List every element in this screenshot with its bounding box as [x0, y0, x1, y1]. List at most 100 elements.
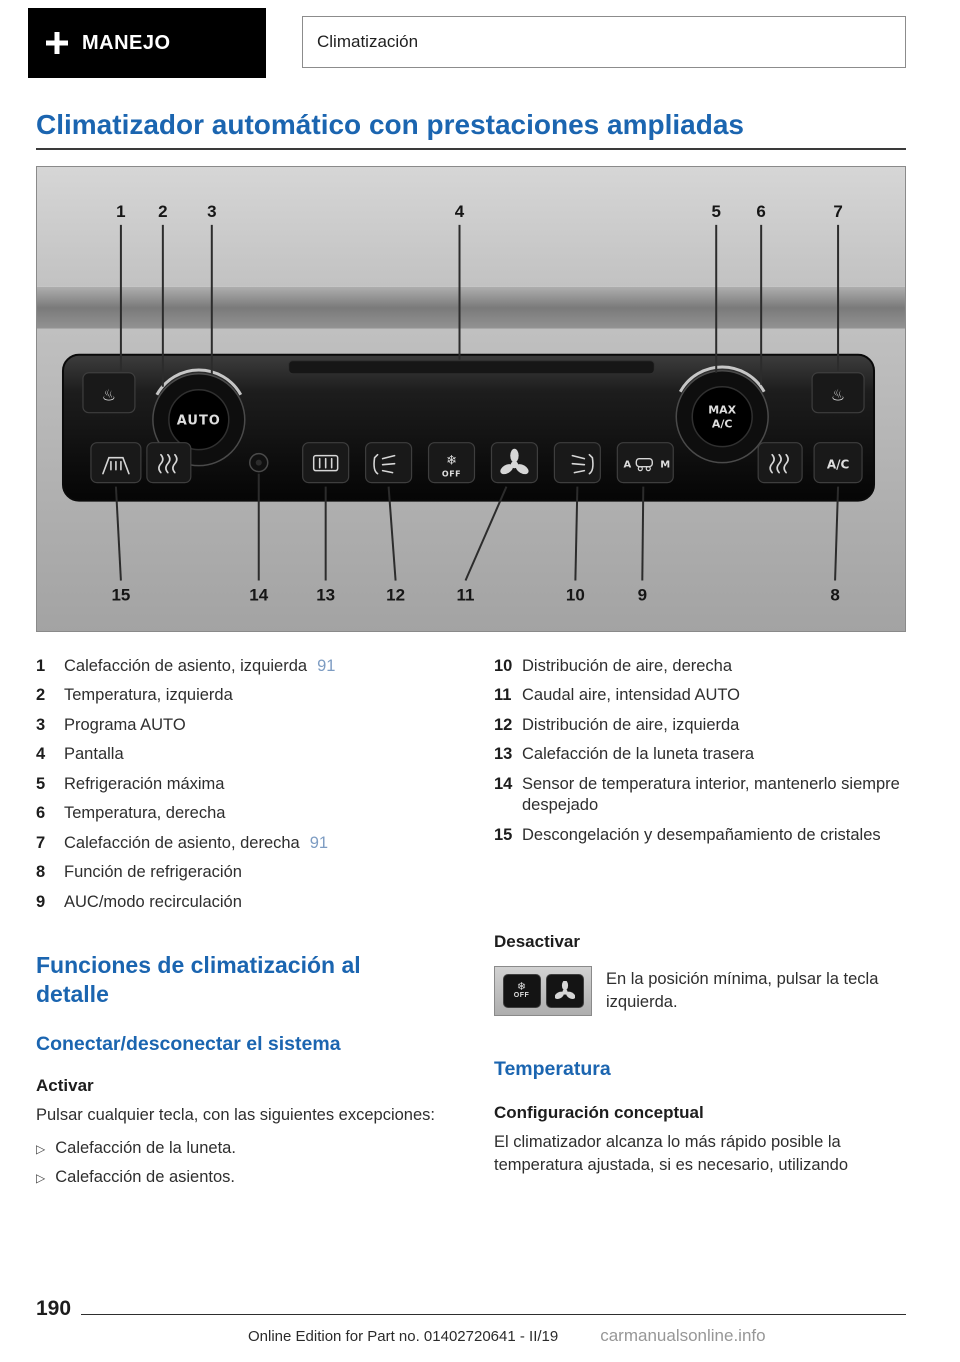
callout-number: 13	[316, 585, 335, 604]
callout-number: 3	[207, 202, 216, 221]
legend-label: Temperatura, derecha	[64, 804, 226, 823]
fan-button-icon	[545, 974, 584, 1009]
legend-item: 15 Descongelación y desempañamiento de c…	[494, 825, 906, 846]
seat-heating-left-button: ♨	[82, 371, 136, 413]
footer-text-row: Online Edition for Part no. 01402720641 …	[248, 1326, 906, 1346]
deactivate-heading: Desactivar	[494, 932, 581, 952]
legend-label: Temperatura, izquierda	[64, 686, 233, 705]
rear-window-defrost-button	[302, 441, 350, 483]
display-strip	[288, 359, 655, 374]
cooling-off-button-icon: ❄ OFF	[502, 974, 541, 1009]
heat-waves-icon	[769, 453, 789, 474]
air-distribution-icon	[588, 453, 594, 475]
legend-number: 3	[36, 715, 46, 734]
legend-number: 2	[36, 686, 46, 705]
snowflake-icon: ❄	[516, 980, 527, 994]
auc-recirculation-button: A M	[616, 441, 674, 483]
callout-number: 1	[116, 202, 125, 221]
callout-number: 6	[756, 202, 765, 221]
subsection-heading-connect: Conectar/desconectar el sistema	[36, 1032, 341, 1055]
page-reference-link[interactable]: 91	[309, 833, 329, 852]
activate-paragraph: Pulsar cualquier tecla, con las siguient…	[36, 1105, 435, 1124]
legend-item: 10 Distribución de aire, derecha	[494, 656, 906, 677]
legend-item: 4 Pantalla	[36, 744, 460, 765]
legend-item: 6 Temperatura, derecha	[36, 803, 460, 824]
bullet-text: Calefacción de asientos.	[55, 1167, 236, 1186]
legend-number: 12	[494, 715, 513, 734]
legend-label: Programa AUTO	[64, 715, 186, 734]
climate-panel-figure: ♨ AUTO	[36, 165, 906, 633]
cooling-off-button: ❄ OFF	[427, 441, 476, 483]
legend-label: Distribución de aire, izquierda	[522, 715, 740, 734]
page-reference-link[interactable]: 91	[317, 657, 336, 676]
page-header: MANEJO Climatización	[28, 8, 906, 78]
legend-item: 9 AUC/modo recirculación	[36, 892, 460, 913]
callout-lines-bottom	[114, 473, 840, 581]
triangle-bullet-icon: ▷	[36, 1141, 46, 1156]
right-column: 10 Distribución de aire, derecha 11 Caud…	[494, 656, 906, 1197]
legend-text: Calefacción de asiento, izquierda 91	[64, 656, 460, 677]
windshield-defrost-icon	[102, 456, 130, 475]
chapter-title: Climatización	[317, 32, 419, 51]
heat-waves-icon	[158, 453, 178, 474]
legend-label: Calefacción de asiento, izquierda	[64, 657, 308, 676]
air-distribution-icon	[373, 453, 379, 475]
manejo-section-icon	[44, 30, 70, 56]
interior-temperature-sensor	[249, 452, 269, 472]
air-distribution-right-button	[553, 441, 601, 483]
max-cooling-label: MAX	[708, 403, 736, 416]
legend-label: AUC/modo recirculación	[64, 892, 242, 911]
legend-label: Sensor de temperatura interior, mantener…	[522, 774, 900, 815]
legend-label: Caudal aire, intensidad AUTO	[522, 686, 740, 705]
auc-auto-label: A	[623, 459, 631, 470]
page-number: 190	[36, 1297, 72, 1320]
callout-number: 9	[638, 585, 647, 604]
heating-left-button	[146, 441, 192, 483]
callout-lines-top	[119, 224, 840, 387]
activate-heading: Activar	[36, 1075, 94, 1095]
legend-label: Función de refrigeración	[64, 863, 242, 882]
exception-list: ▷ Calefacción de la luneta. ▷ Calefacció…	[36, 1139, 460, 1187]
bullet-text: Calefacción de la luneta.	[55, 1138, 236, 1157]
seat-heating-right-button: ♨	[811, 371, 865, 413]
dashboard-shadow-band	[37, 286, 905, 329]
legend-number: 8	[36, 863, 46, 882]
max-cooling-ac-label: A/C	[712, 417, 733, 430]
legend-number: 7	[36, 833, 46, 852]
legend-number: 5	[36, 774, 46, 793]
seat-heat-icon: ♨	[831, 385, 845, 404]
footer-rule	[81, 1314, 906, 1315]
legend-label: Pantalla	[64, 745, 124, 764]
auto-program-label: AUTO	[177, 413, 221, 428]
section-title: MANEJO	[82, 31, 171, 54]
legend-item: 12 Distribución de aire, izquierda	[494, 715, 906, 736]
legend-label: Descongelación y desempañamiento de cris…	[522, 825, 881, 844]
page-footer: 190 Online Edition for Part no. 01402720…	[36, 1297, 906, 1346]
climate-panel-illustration: ♨ AUTO	[37, 166, 905, 632]
footer-line-row: 190	[36, 1297, 906, 1321]
min-position-buttons-image: ❄ OFF	[494, 966, 592, 1017]
legend-item: 8 Función de refrigeración	[36, 862, 460, 883]
legend-number: 11	[494, 686, 512, 705]
legend-label: Refrigeración máxima	[64, 774, 225, 793]
legend-number: 14	[494, 774, 513, 793]
callout-number: 12	[386, 585, 405, 604]
watermark-text: carmanualsonline.info	[600, 1326, 766, 1345]
page-title: Climatizador automático con prestaciones…	[36, 109, 744, 140]
seat-heat-icon: ♨	[102, 385, 116, 404]
fan-speed-button	[490, 441, 539, 483]
callout-number: 10	[566, 585, 585, 604]
legend-item: 11 Caudal aire, intensidad AUTO	[494, 685, 906, 706]
triangle-bullet-icon: ▷	[36, 1170, 46, 1185]
temperature-right-knob: MAX A/C	[675, 365, 769, 463]
legend-label: Distribución de aire, derecha	[522, 657, 733, 676]
legend-label: Calefacción de la luneta trasera	[522, 745, 755, 764]
off-label: OFF	[513, 992, 530, 1000]
callout-number: 2	[158, 202, 167, 221]
